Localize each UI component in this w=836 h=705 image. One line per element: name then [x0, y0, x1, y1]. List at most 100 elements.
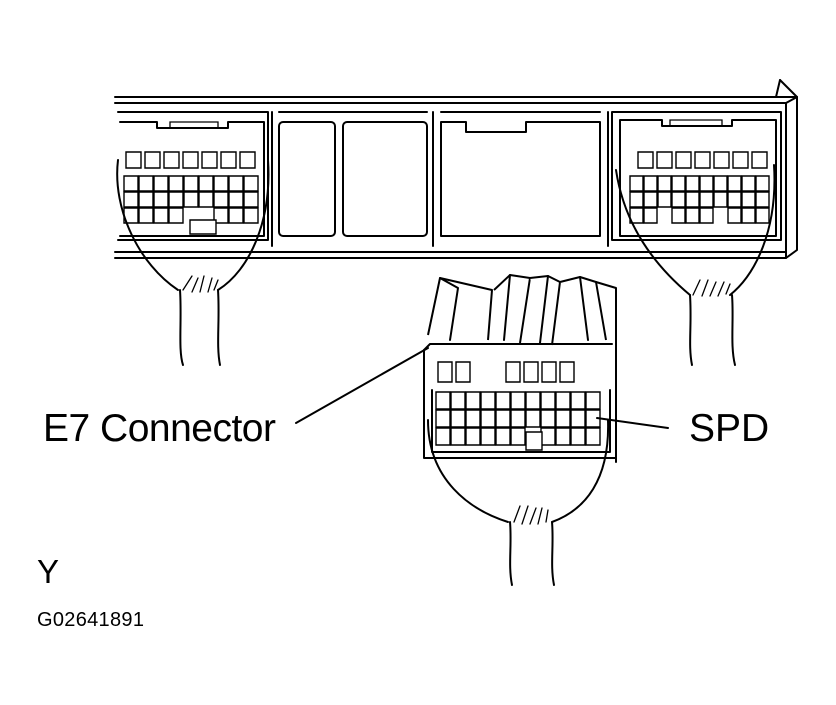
pin-cavity: [169, 176, 183, 191]
pin-cavity: [244, 176, 258, 191]
pin-cavity: [526, 392, 540, 409]
pin-cavity: [638, 152, 653, 168]
pin-cavity: [199, 192, 213, 207]
pin-cavity: [686, 208, 699, 223]
pin-cavity: [541, 392, 555, 409]
pin-cavity: [756, 176, 769, 191]
pin-cavity: [154, 192, 168, 207]
pin-cavity: [229, 176, 243, 191]
pin-cavity: [752, 152, 767, 168]
pin-cavity: [657, 152, 672, 168]
pin-cavity: [124, 176, 138, 191]
pin-cavity: [229, 208, 243, 223]
pin-cavity: [466, 428, 480, 445]
pin-cavity: [571, 410, 585, 427]
pin-cavity: [556, 410, 570, 427]
pin-cavity: [229, 192, 243, 207]
pin-cavity: [728, 176, 741, 191]
pin-cavity: [184, 176, 198, 191]
pin-cavity: [139, 176, 153, 191]
ecu-housing: [115, 80, 797, 258]
pin-cavity: [438, 362, 452, 382]
pin-cavity: [240, 152, 255, 168]
pin-cavity: [169, 192, 183, 207]
right-connector: [612, 112, 781, 365]
pin-cavity: [451, 410, 465, 427]
pin-cavity: [524, 362, 538, 382]
pin-cavity: [672, 208, 685, 223]
pin-cavity: [728, 192, 741, 207]
pin-cavity: [145, 152, 160, 168]
pin-cavity: [644, 192, 657, 207]
pin-cavity: [481, 410, 495, 427]
pin-cavity: [506, 362, 520, 382]
pin-cavity: [756, 192, 769, 207]
pin-cavity: [496, 428, 510, 445]
pin-cavity: [658, 192, 671, 207]
pin-cavity: [586, 428, 600, 445]
pin-cavity: [451, 428, 465, 445]
pin-cavity: [139, 208, 153, 223]
pin-cavity: [466, 410, 480, 427]
pin-cavity: [658, 176, 671, 191]
pin-cavity: [714, 176, 727, 191]
pin-cavity: [700, 176, 713, 191]
pin-cavity: [183, 152, 198, 168]
pin-cavity: [630, 176, 643, 191]
pin-cavity: [214, 208, 228, 223]
pin-cavity: [154, 176, 168, 191]
pin-cavity: [541, 428, 555, 445]
pin-cavity: [214, 192, 228, 207]
pin-cavity: [154, 208, 168, 223]
spd-leader-line: [597, 418, 668, 428]
pin-cavity: [686, 176, 699, 191]
view-marker: Y: [37, 553, 60, 590]
pin-cavity: [742, 192, 755, 207]
spd-terminal-label: SPD: [689, 407, 770, 450]
pin-key: [190, 220, 216, 234]
e7-leader-line: [296, 348, 428, 423]
pin-cavity: [714, 152, 729, 168]
pin-cavity: [451, 392, 465, 409]
pin-cavity: [630, 192, 643, 207]
pin-cavity: [221, 152, 236, 168]
pin-cavity: [124, 192, 138, 207]
pin-cavity: [436, 428, 450, 445]
pin-cavity: [700, 208, 713, 223]
pin-cavity: [214, 176, 228, 191]
pin-cavity: [541, 410, 555, 427]
figure-code: G02641891: [37, 609, 145, 631]
pin-cavity: [560, 362, 574, 382]
pin-cavity: [511, 392, 525, 409]
pin-cavity: [481, 428, 495, 445]
pin-cavity: [728, 208, 741, 223]
e7-connector: [424, 275, 616, 585]
pin-cavity: [756, 208, 769, 223]
pin-cavity: [481, 392, 495, 409]
pin-cavity: [456, 362, 470, 382]
pin-cavity: [644, 208, 657, 223]
pin-cavity: [542, 362, 556, 382]
pin-cavity: [556, 428, 570, 445]
pin-cavity: [742, 208, 755, 223]
pin-cavity: [199, 176, 213, 191]
pin-cavity: [496, 392, 510, 409]
pin-cavity: [742, 176, 755, 191]
e7-connector-label: E7 Connector: [43, 407, 276, 450]
pin-cavity: [139, 192, 153, 207]
pin-cavity: [244, 208, 258, 223]
pin-cavity: [244, 192, 258, 207]
pin-cavity: [169, 208, 183, 223]
pin-cavity: [526, 410, 540, 427]
left-connector: [117, 112, 268, 365]
pin-cavity: [733, 152, 748, 168]
pin-cavity: [511, 410, 525, 427]
pin-cavity: [644, 176, 657, 191]
pin-cavity: [586, 392, 600, 409]
pin-cavity: [164, 152, 179, 168]
pin-cavity: [202, 152, 217, 168]
pin-cavity: [466, 392, 480, 409]
pin-cavity: [672, 192, 685, 207]
pin-cavity: [571, 392, 585, 409]
pin-cavity: [436, 392, 450, 409]
